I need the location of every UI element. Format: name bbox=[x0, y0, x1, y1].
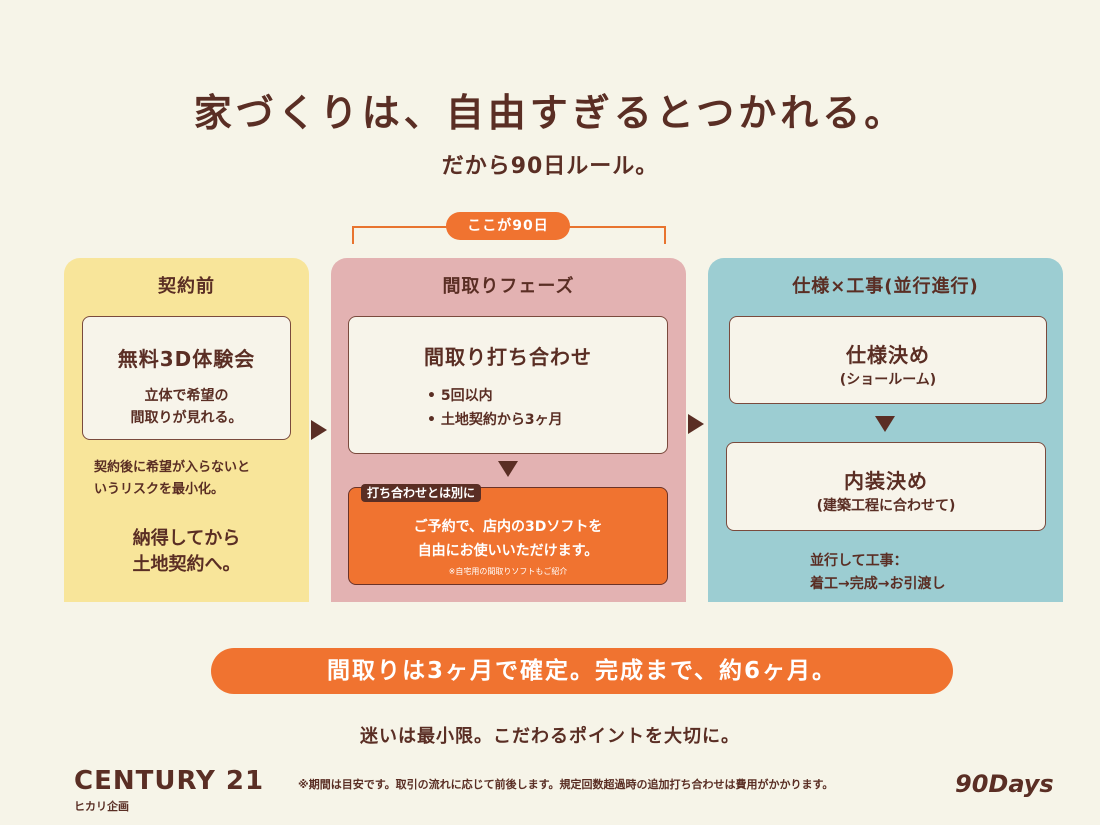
card-sub: (ショールーム) bbox=[839, 372, 937, 388]
column-title: 契約前 bbox=[158, 276, 215, 297]
orange-footnote: ※自宅用の間取りソフトもご紹介 bbox=[448, 567, 568, 576]
main-title: 家づくりは、自由すぎるとつかれる。 bbox=[193, 91, 907, 135]
card-spec-decision: 仕様決め (ショールーム) bbox=[729, 316, 1047, 404]
card-bullet: • 5回以内 bbox=[427, 388, 493, 404]
arrow-right-icon bbox=[688, 414, 704, 434]
column-title: 間取りフェーズ bbox=[442, 276, 575, 297]
card-interior-decision: 内装決め (建築工程に合わせて) bbox=[726, 442, 1046, 531]
column-spec-construction: 仕様×工事(並行進行) 仕様決め (ショールーム) 内装決め (建築工程に合わせ… bbox=[708, 258, 1063, 602]
orange-text: ご予約で、店内の3Dソフトを bbox=[413, 519, 603, 535]
card-title: 仕様決め bbox=[846, 343, 930, 367]
card-body-line: 立体で希望の bbox=[144, 388, 229, 404]
emphasis-text: 土地契約へ。 bbox=[132, 554, 241, 575]
result-banner: 間取りは3ヶ月で確定。完成まで、約6ヶ月。 bbox=[211, 648, 953, 694]
card-title: 無料3D体験会 bbox=[117, 347, 256, 371]
column-title: 仕様×工事(並行進行) bbox=[792, 276, 979, 297]
company-name: ヒカリ企画 bbox=[74, 800, 129, 813]
column-pre-contract: 契約前 無料3D体験会 立体で希望の 間取りが見れる。 契約後に希望が入らないと… bbox=[64, 258, 309, 602]
emphasis-text: 納得してから bbox=[132, 528, 241, 549]
orange-text: 自由にお使いいただけます。 bbox=[417, 543, 599, 559]
card-sub: (建築工程に合わせて) bbox=[816, 498, 956, 514]
separate-tab: 打ち合わせとは別に bbox=[361, 484, 482, 502]
90days-logo: 90Days bbox=[955, 770, 1054, 798]
card-body-line: 間取りが見れる。 bbox=[130, 410, 243, 426]
construction-note: 並行して工事： bbox=[810, 553, 908, 569]
subtitle: だから90日ルール。 bbox=[441, 154, 659, 179]
column-floorplan-phase: 間取りフェーズ 間取り打ち合わせ • 5回以内 • 土地契約から3ヶ月 ご予約で… bbox=[331, 258, 686, 602]
3d-software-box: ご予約で、店内の3Dソフトを 自由にお使いいただけます。 ※自宅用の間取りソフト… bbox=[348, 487, 668, 585]
disclaimer: ※期間は目安です。取引の流れに応じて前後します。規定回数超過時の追加打ち合わせは… bbox=[298, 778, 834, 791]
period-label: ここが90日 bbox=[446, 212, 570, 240]
arrow-right-icon bbox=[311, 420, 327, 440]
risk-note: いうリスクを最小化。 bbox=[94, 482, 225, 497]
card-3d-experience: 無料3D体験会 立体で希望の 間取りが見れる。 bbox=[82, 316, 291, 440]
century21-logo: CENTURY 21 bbox=[74, 766, 265, 796]
card-floorplan-meeting: 間取り打ち合わせ • 5回以内 • 土地契約から3ヶ月 bbox=[348, 316, 668, 454]
card-bullet: • 土地契約から3ヶ月 bbox=[427, 412, 563, 428]
tagline: 迷いは最小限。こだわるポイントを大切に。 bbox=[360, 726, 740, 747]
card-title: 内装決め bbox=[844, 469, 928, 493]
arrow-down-icon bbox=[498, 461, 518, 477]
arrow-down-icon bbox=[875, 416, 895, 432]
risk-note: 契約後に希望が入らないと bbox=[94, 460, 251, 475]
card-title: 間取り打ち合わせ bbox=[424, 345, 592, 369]
construction-note: 着工→完成→お引渡し bbox=[810, 576, 946, 592]
